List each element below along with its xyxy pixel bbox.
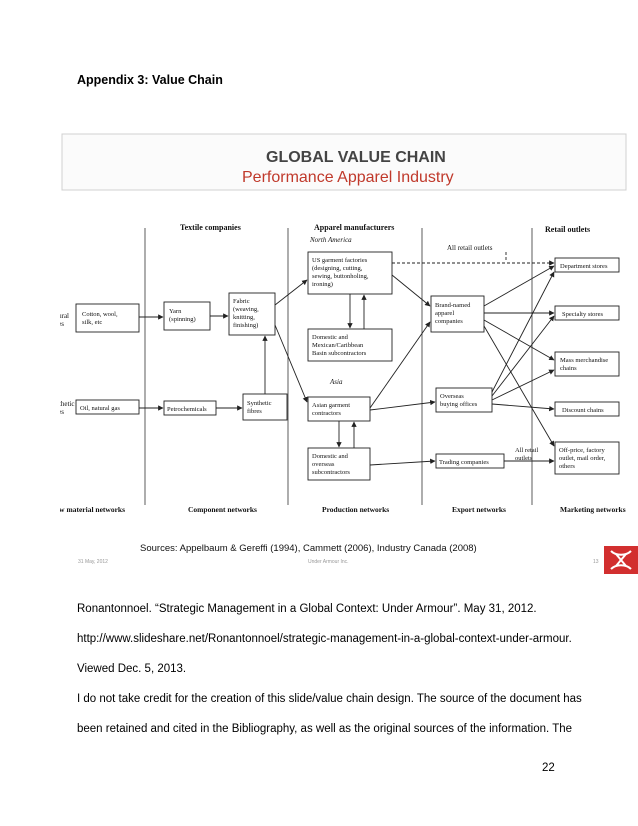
header-retail: Retail outlets — [545, 225, 590, 234]
network-separators — [144, 228, 533, 505]
dashed-arrow — [392, 252, 555, 266]
flow-arrows — [139, 265, 555, 466]
all-retail-outlets-top: All retail outlets — [447, 244, 493, 252]
box-specialty-text: Specialty stores — [562, 311, 603, 318]
box-specialty-stores — [554, 305, 620, 321]
synthetic-fibres-label: Synthetic fibres — [60, 400, 76, 416]
appendix-heading: Appendix 3: Value Chain — [77, 73, 223, 87]
disclaimer-line-1: I do not take credit for the creation of… — [77, 693, 582, 705]
network-raw-material: Raw material networks — [60, 505, 125, 514]
box-overseas-buying-text: Overseas buying offices — [440, 393, 478, 408]
slide-footer-date: 31 May, 2012 — [78, 559, 108, 565]
box-mass-merch-text: Mass merchandise chains — [560, 357, 610, 372]
box-domestic-mexican-caribbean — [307, 328, 393, 362]
citation-viewed-date: Viewed Dec. 5, 2013. — [77, 663, 187, 675]
box-petrochemicals-text: Petrochemicals — [167, 406, 207, 413]
page-number: 22 — [542, 762, 555, 774]
slide-subtitle: Performance Apparel Industry — [242, 169, 454, 186]
network-production: Production networks — [322, 505, 389, 514]
box-us-garment-factories — [307, 251, 393, 295]
box-off-price-text: Off-price, factory outlet, mail order, o… — [559, 447, 607, 470]
citation-line-1: Ronantonnoel. “Strategic Management in a… — [77, 603, 537, 615]
natural-fibres-label: Natural fibres — [60, 312, 71, 328]
slide-sources: Sources: Appelbaum & Gereffi (1994), Cam… — [140, 543, 477, 554]
box-discount-chains — [554, 401, 620, 417]
header-textile: Textile companies — [180, 223, 241, 232]
box-oil-natural-gas — [75, 399, 140, 415]
box-brand-named-apparel — [430, 295, 485, 333]
slide-footer-center: Under Armour Inc. — [308, 559, 349, 565]
box-overseas-buying-offices — [435, 387, 493, 413]
box-us-factories-text: US garment factories (designing, cutting… — [312, 257, 370, 288]
value-chain-diagram: GLOBAL VALUE CHAIN Performance Apparel I… — [60, 133, 638, 574]
network-marketing: Marketing networks — [560, 505, 626, 514]
box-fabric — [228, 292, 276, 336]
box-synthetic-fibres — [242, 393, 288, 421]
slide-footer-page: 13 — [593, 559, 599, 565]
box-trading-text: Trading companies — [439, 459, 489, 466]
box-discount-text: Discount chains — [562, 407, 604, 414]
value-chain-slide: GLOBAL VALUE CHAIN Performance Apparel I… — [60, 130, 638, 580]
slide-title-banner — [61, 133, 627, 191]
under-armour-logo-icon — [604, 546, 638, 574]
box-fabric-text: Fabric (weaving, knitting, finishing) — [233, 298, 260, 329]
box-domestic-overseas-subcontractors — [307, 447, 371, 481]
box-mass-merchandise — [554, 351, 620, 377]
box-department-text: Department stores — [560, 263, 608, 270]
box-cotton-text: Cotton, wool, silk, etc — [82, 311, 119, 326]
box-department-stores — [554, 257, 620, 273]
region-north-america: North America — [309, 236, 352, 244]
box-asian-text: Asian garment contractors — [312, 402, 352, 417]
citation-url: http://www.slideshare.net/Ronantonnoel/s… — [77, 633, 572, 645]
box-asian-garment-contractors — [307, 396, 371, 422]
box-cotton-wool-silk — [75, 303, 140, 333]
disclaimer-line-2: been retained and cited in the Bibliogra… — [77, 723, 573, 735]
box-off-price — [554, 441, 620, 475]
box-yarn-text: Yarn (spinning) — [169, 308, 196, 323]
box-domestic-mexican-text: Domestic and Mexican/Caribbean Basin sub… — [312, 334, 367, 357]
region-asia: Asia — [329, 378, 343, 386]
network-component: Component networks — [188, 505, 257, 514]
box-yarn-spinning — [163, 301, 211, 331]
box-synthetic-fibres-text: Synthetic fibres — [247, 400, 273, 415]
all-retail-outlets-bottom: All retail outlets — [515, 447, 540, 462]
box-brand-named-text: Brand-named apparel companies — [435, 302, 472, 325]
box-domestic-overseas-text: Domestic and overseas subcontractors — [312, 453, 350, 476]
network-export: Export networks — [452, 505, 506, 514]
box-oil-text: Oil, natural gas — [80, 405, 120, 412]
header-apparel: Apparel manufacturers — [314, 223, 394, 232]
slide-title: GLOBAL VALUE CHAIN — [266, 149, 446, 166]
